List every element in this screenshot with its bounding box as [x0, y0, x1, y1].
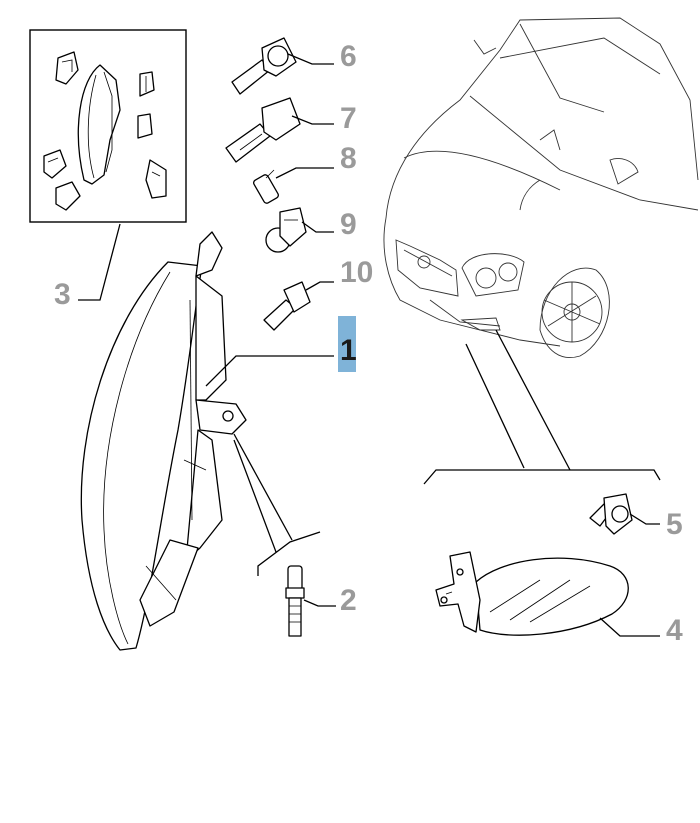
fog-bulb-5-icon [589, 493, 633, 535]
callout-1-highlight [338, 316, 356, 372]
callout-10[interactable]: 10 [340, 256, 373, 289]
callout-5[interactable]: 5 [666, 508, 683, 541]
callout-6[interactable]: 6 [340, 40, 357, 73]
fog-lamp-4-icon [435, 551, 629, 636]
car-front-view-icon [383, 17, 699, 358]
bulb-9-icon [265, 207, 307, 253]
bulb-8-icon [253, 169, 279, 204]
callout-4[interactable]: 4 [666, 614, 683, 647]
bulb-7-icon [225, 97, 301, 163]
bulb-10-icon [263, 281, 311, 331]
callout-9[interactable]: 9 [340, 208, 357, 241]
headlamp-fixing-kit-inset [29, 29, 187, 223]
screw-2-icon [285, 565, 305, 637]
headlamp-assembly-icon [80, 231, 247, 651]
callout-7[interactable]: 7 [340, 102, 357, 135]
callout-1[interactable]: 1 [340, 334, 357, 367]
callout-2[interactable]: 2 [340, 584, 357, 617]
callout-3[interactable]: 3 [54, 278, 71, 311]
callout-8[interactable]: 8 [340, 142, 357, 175]
bulb-6-icon [231, 37, 297, 95]
